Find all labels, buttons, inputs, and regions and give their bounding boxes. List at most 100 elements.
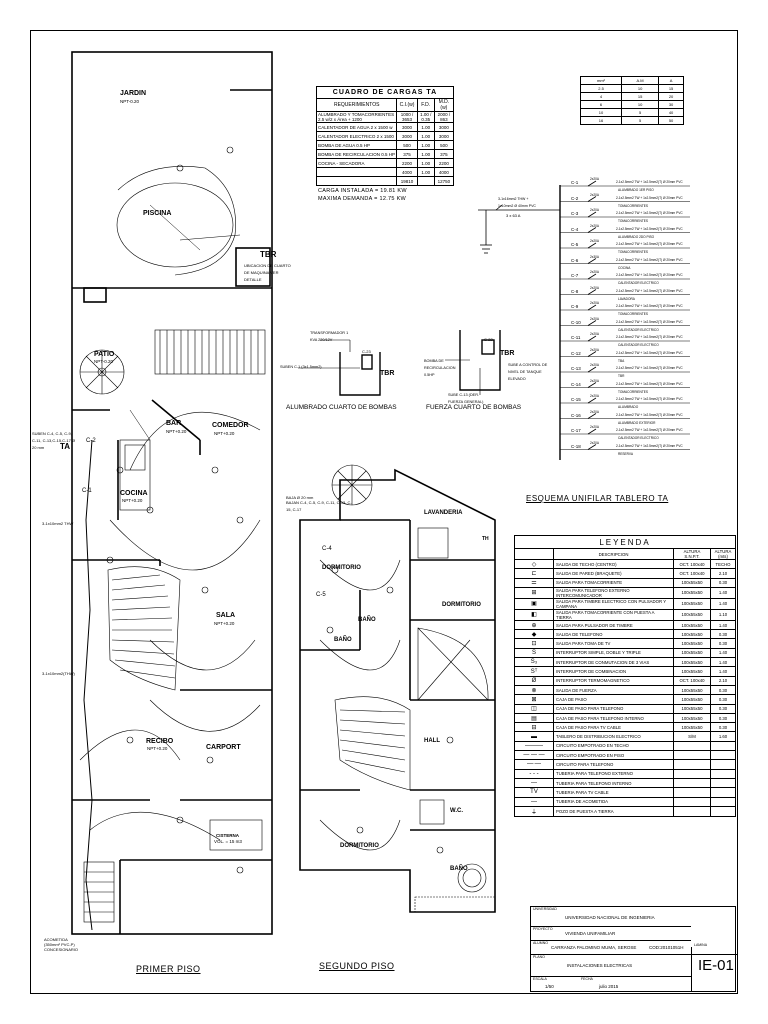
baja-note: BAJA Ø 20 mm [286,495,314,500]
legend-row: — — —CIRCUITO EMPOTRADO EN PISO [514,750,736,761]
legend-height: 0.30 [710,577,736,588]
npt-patio: NPT-0.20 [94,359,114,364]
acometida-pipe: (350mm² PVC-P) [44,942,75,947]
circuit-description: TOMACORRIENTES [618,203,649,208]
tb-student: CARRANZA PALOMINO MUMA, SEROSE [551,945,637,950]
legend-description: SALIDA PARA TOMACORRIENTE [553,577,674,588]
circuit-description: TOMACORRIENTES [618,250,649,254]
load-cell: 2200 [433,158,455,168]
main-breaker: 3 x 63 A [506,213,521,218]
room-piscina: PISCINA [143,210,172,217]
legend-symbol-icon: ◧ [514,608,554,621]
legend-box [673,750,711,761]
legend-description: CAJA DE PASO PARA TELEFONO [553,703,674,714]
legend-symbol-icon: ⚌ [514,577,554,588]
legend-box: 100x55x50 [673,586,711,599]
room-wc: W.C. [450,808,463,814]
circuit-breaker-rating: 2x20A [590,425,600,429]
circuit-breaker-rating: 2x20A [590,239,600,243]
legend-height: 1.40 [710,666,736,677]
tb-university-row: UNIVERSIDAD UNIVERSIDAD NACIONAL DE INGE… [531,907,691,927]
tbr-lighting: TBR [380,370,395,377]
circuit-conductor: 2-1x2.5mm2 TW + 1x2.5mm2(T) Ø 20mm PVC [616,257,683,262]
npt-comedor: NPT+0.20 [214,431,235,436]
first-floor-title: PRIMER PISO [136,964,201,974]
legend-symbol-icon: ▣ [514,597,554,610]
legend-height: 1.10 [710,608,736,621]
legend-symbol-icon: - - - [514,768,554,779]
load-cell: 4000 [396,167,418,177]
legend-symbol-icon: ▬ [514,731,554,742]
legend-description: SALIDA DE TECHO (CENTRO) [553,558,674,570]
legend-box: OCT. 100x40 [673,675,711,686]
circuit-description: TOMACORRIENTES [618,219,649,223]
load-cell: 2200 [396,158,418,168]
room-sala: SALA [216,612,236,619]
tb-sheet-number-box: LAMINA IE-01 [691,943,736,992]
room-dormitorio-2: DORMITORIO [442,602,481,608]
tb-student-key: ALUMNO [533,941,548,945]
breaker-icon [587,428,597,435]
legend-box: 100x55x50 [673,629,711,640]
tb-code: COD:20101051H [649,945,684,950]
tb-university-key: UNIVERSIDAD [533,907,557,911]
bajan-note: BAJAN C-4, C-5, C-9, C-11, C-13, C-15, C… [286,500,352,512]
pump-room-lighting [339,352,381,396]
legend-row: ◧SALIDA PARA TOMACORRIENTE CON PUESTA A … [514,608,736,621]
legend-box [673,805,711,817]
circuit-id: C-15 [571,397,581,402]
room-dormitorio-1: DORMITORIO [322,565,361,571]
legend-box: 100x55x50 [673,703,711,714]
load-cell: 3000 [396,131,418,141]
circuit-breaker-rating: 2x20A [590,285,600,290]
legend-height: 1.60 [710,731,736,742]
npt-recibo: NPT+0.20 [147,746,168,751]
circuit-description: COCINA [618,265,631,270]
legend-description: SALIDA DE TELEFONO [553,629,674,640]
tb-scale-row: ESCALA 1/50 FECHA julio 2015 [531,977,691,993]
legend-symbol-icon: ◇ [514,558,554,570]
load-cell: BOMBA DE RECIRCULACION 0.5 HP [315,149,398,159]
circuit-id: C-11 [571,335,581,340]
room-recibo: RECIBO [146,738,174,745]
breaker-icon [587,304,597,311]
legend-height: 0.30 [710,703,736,714]
breaker-icon [587,180,597,187]
load-cell [315,176,398,186]
load-cell: 500 [433,140,455,150]
legend-description: SALIDA PARA TOMACORRIENTE CON PUESTA A T… [553,608,674,621]
tb-student-row: ALUMNO CARRANZA PALOMINO MUMA, SEROSE CO… [531,941,737,955]
legend-height: 0.30 [710,694,736,705]
load-cell: BOMBA DE AGUA 0.5 HP [315,140,398,150]
legend-height: 1.40 [710,597,736,610]
legend-box: 100x55x50 [673,577,711,588]
legend-header: DESCRIPCION [553,548,674,560]
legend-description: INTERRUPTOR TERMOMAGNETICO [553,675,674,686]
tb-scale: 1/50 [545,984,554,989]
circuit-breaker-rating: 2x20A [590,208,600,212]
legend-symbol-icon: — [514,777,554,789]
circuit-conductor: 2-1x2.5mm2 TW + 1x2.5mm2(T) Ø 20mm PVC [616,211,683,215]
conductor-cell: 2.5 [579,84,623,93]
legend-symbol-icon: ◆ [514,629,554,640]
conductor-header: A.M [621,76,660,85]
legend-height [710,768,736,779]
legend-box: 100x55x50 [673,722,711,733]
room-bar: BAR [166,420,182,427]
tb-university: UNIVERSIDAD NACIONAL DE INGENIERIA [565,915,655,920]
load-header: M.D.(w) [433,98,455,112]
legend-symbol-icon: —·— [514,759,554,770]
legend-symbol-icon: — — — [514,750,554,761]
legend-row: —·—CIRCUITO PARA TELEFONO [514,759,736,770]
room-jardin: JARDIN [120,90,147,97]
upper-stair [334,696,411,791]
load-cell: 19810 [396,176,418,186]
sube-c13-note: SUBE C-13 (DER. FUERZA GENERAL) [448,393,484,404]
